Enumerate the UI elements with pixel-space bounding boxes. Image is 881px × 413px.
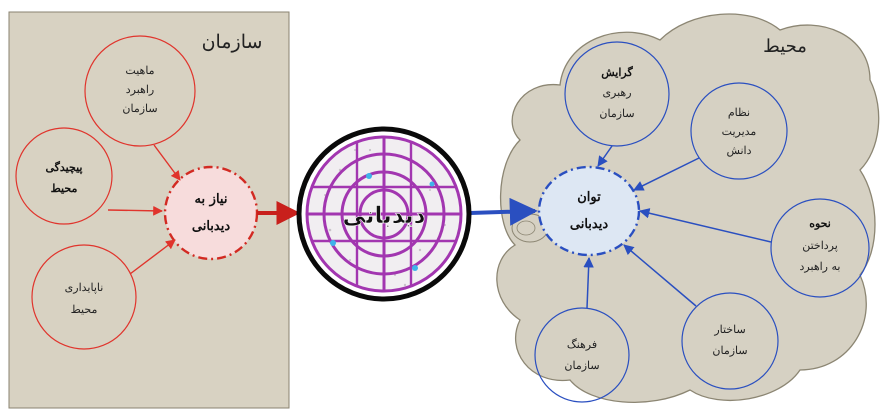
factor-knowledge-management: نظام مدیریت دانش: [690, 82, 788, 180]
factor-organization-culture: فرهنگ سازمان: [534, 307, 630, 403]
environment-title: محیط: [763, 36, 807, 57]
need-for-foresight-line-2: دیدبانی: [192, 219, 230, 234]
cause-environment-complexity: پیچیدگی محیط: [15, 127, 113, 225]
foresight-label: دیدبانی: [343, 203, 426, 229]
foresight-radar: دیدبانی: [296, 126, 472, 302]
factor-strategy-line-1: نحوه: [809, 217, 831, 230]
arrow-knowledge-to-capability: [633, 157, 700, 191]
organization-title: سازمان: [202, 31, 263, 53]
need-for-foresight-node: نیاز به دیدبانی: [163, 165, 259, 261]
cause-environment-instability-line-2: محیط: [71, 303, 98, 316]
factor-strategy-line-3: به راهبرد: [800, 260, 841, 273]
factor-knowledge-line-1: نظام: [728, 106, 750, 119]
arrow-strategy-to-capability: [638, 208, 772, 243]
cause-environment-complexity-line-2: محیط: [51, 182, 78, 195]
arrow-complexity-to-need: [107, 205, 163, 216]
radar-blip: [412, 265, 418, 271]
factor-structure-line-1: ساختار: [713, 323, 745, 336]
arrow-instability-to-need: [129, 239, 176, 275]
cause-strategy-nature-line-3: سازمان: [122, 102, 157, 115]
cause-strategy-nature: ماهیت راهبرد سازمان: [84, 35, 196, 147]
factor-knowledge-line-3: دانش: [726, 144, 751, 157]
cause-strategy-nature-line-2: راهبرد: [126, 83, 154, 96]
radar-blip: [330, 240, 336, 246]
factor-strategy-line-2: پرداختن: [802, 239, 838, 252]
factor-strategy-approach: نحوه پرداختن به راهبرد: [770, 198, 870, 298]
foresight-capability-node: توان دیدبانی: [537, 165, 641, 257]
radar-blip: [366, 173, 372, 179]
capability-line-2: دیدبانی: [570, 217, 608, 232]
factor-organization-structure: ساختار سازمان: [681, 292, 779, 390]
arrow-strategy-to-need: [153, 144, 181, 181]
factor-culture-line-1: فرهنگ: [567, 338, 597, 351]
arrow-foresight-to-capability: [469, 197, 538, 226]
arrow-culture-to-capability: [583, 256, 594, 309]
arrow-leadership-to-capability: [597, 145, 613, 167]
cause-strategy-nature-line-1: ماهیت: [125, 64, 154, 77]
factor-knowledge-line-2: مدیریت: [722, 125, 757, 138]
cause-environment-complexity-line-1: پیچیدگی: [46, 160, 83, 174]
arrow-structure-to-capability: [623, 244, 697, 307]
cause-environment-instability: ناپایداری محیط: [31, 244, 137, 350]
factor-leadership-line-1: گرایش: [601, 65, 633, 79]
factor-culture-line-2: سازمان: [564, 359, 599, 372]
factor-leadership-line-3: سازمان: [599, 107, 634, 120]
factor-leadership-orientation: گرایش رهبری سازمان: [564, 41, 670, 147]
factor-structure-line-2: سازمان: [712, 344, 747, 357]
cause-environment-instability-line-1: ناپایداری: [65, 281, 104, 294]
radar-blip: [429, 181, 435, 187]
capability-line-1: توان: [577, 190, 601, 205]
need-for-foresight-line-1: نیاز به: [195, 192, 228, 207]
factor-leadership-line-2: رهبری: [602, 86, 631, 99]
